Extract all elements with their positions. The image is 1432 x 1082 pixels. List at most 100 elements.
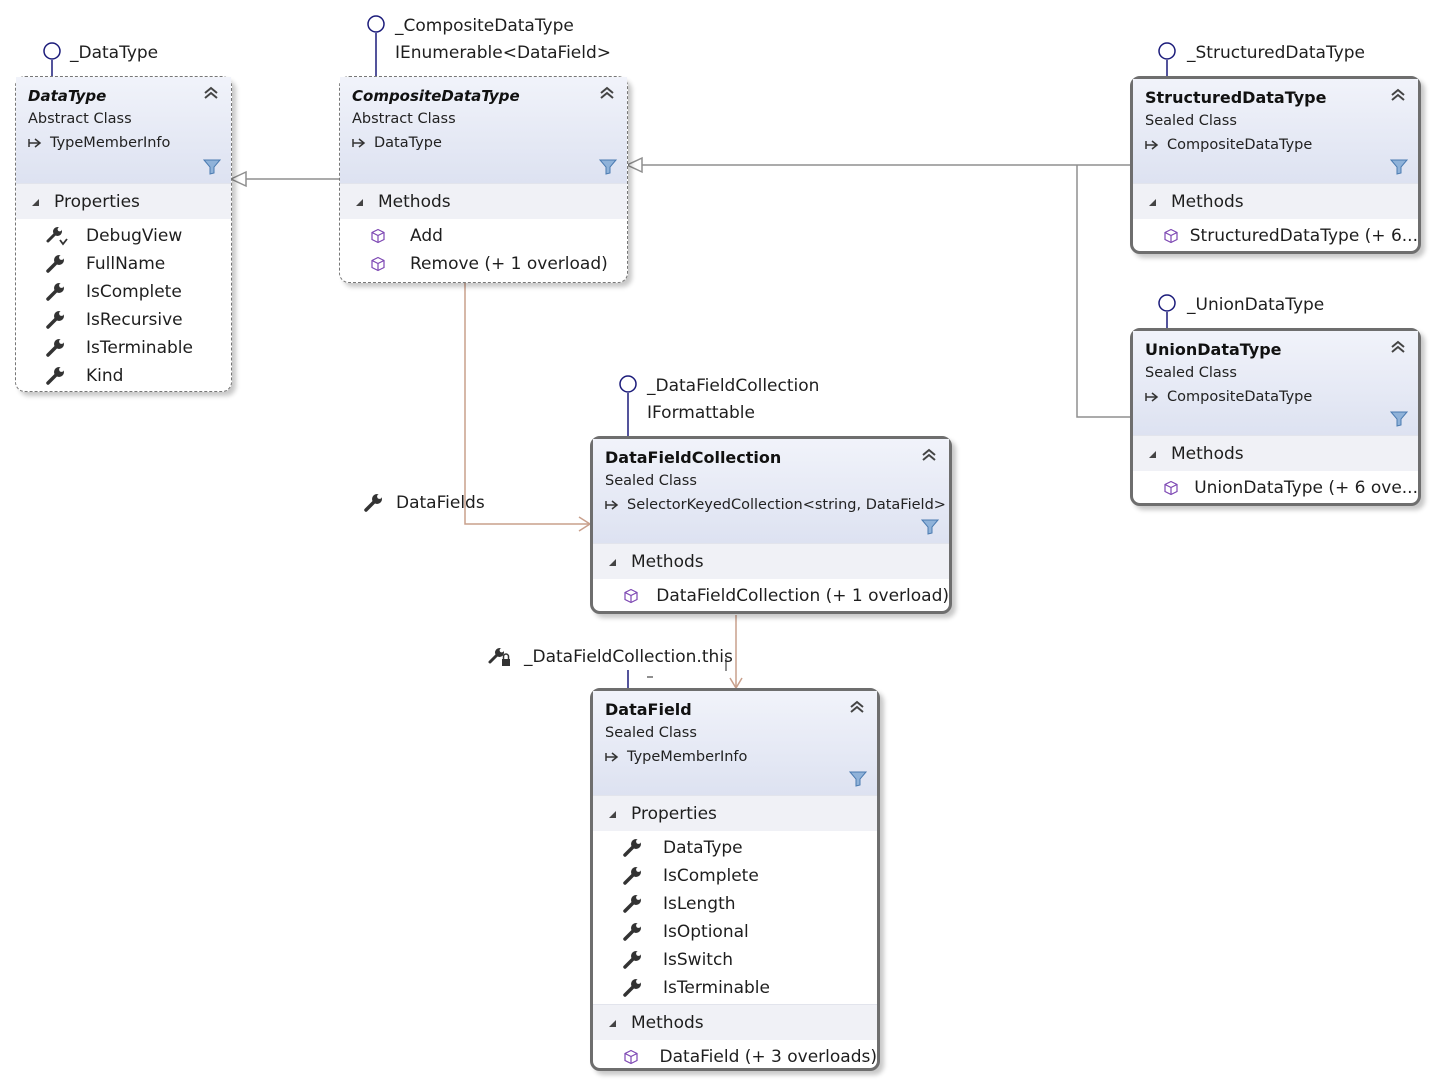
filter-icon[interactable] [1389,411,1409,431]
class-shape-datafieldcollection[interactable]: DataFieldCollection Sealed Class Selecto… [590,436,952,614]
filter-icon[interactable] [848,771,868,791]
interface-label-datatype[interactable]: _DataType [70,43,159,63]
class-shape-uniondatatype[interactable]: UnionDataType Sealed Class CompositeData… [1130,328,1421,506]
property-item[interactable]: IsComplete [593,862,877,890]
association-label-text: DataFields [396,493,485,513]
interface-label-composite[interactable]: _CompositeDataType [395,16,574,36]
filter-icon[interactable] [598,159,618,179]
method-cube-icon [1163,480,1194,496]
interface-label-ienumerable[interactable]: IEnumerable<DataField> [395,43,612,63]
filter-icon[interactable] [202,159,222,179]
association-label-indexer[interactable]: _DataFieldCollection.this [488,646,733,668]
property-item[interactable]: IsLength [593,890,877,918]
association-datafields-line [464,283,590,525]
class-name: DataFieldCollection [605,448,782,467]
base-type: TypeMemberInfo [28,131,219,155]
class-kind: Sealed Class [605,473,697,489]
inherits-arrow-icon [352,137,370,149]
property-name: IsTerminable [663,978,770,998]
class-shape-datatype[interactable]: DataType Abstract Class TypeMemberInfo P… [15,76,232,392]
property-item[interactable]: IsRecursive [16,306,231,334]
property-item[interactable]: IsOptional [593,918,877,946]
interface-label-union[interactable]: _UnionDataType [1187,295,1325,315]
property-item[interactable]: IsTerminable [593,974,877,1002]
wrench-icon [623,978,663,998]
lollipop-collection [619,375,637,438]
lollipop-structured [1158,42,1176,78]
collapse-chevron-icon[interactable] [1390,339,1406,358]
collapse-chevron-icon[interactable] [849,699,865,718]
method-list: DataField (+ 3 overloads) [593,1040,877,1073]
property-item[interactable]: IsSwitch [593,946,877,974]
wrench-icon [46,254,86,274]
filter-icon[interactable] [920,519,940,539]
property-item[interactable]: IsTerminable [16,334,231,362]
filter-icon[interactable] [1389,159,1409,179]
property-item[interactable]: FullName [16,250,231,278]
inheritance-arrow-composite [625,156,643,174]
method-name: Remove (+ 1 overload) [410,254,608,274]
expand-triangle-icon [354,197,364,207]
association-label-datafields[interactable]: DataFields [364,493,485,513]
interface-label-iformattable[interactable]: IFormattable [647,403,755,423]
collapse-chevron-icon[interactable] [203,85,219,104]
wrench-icon [46,338,86,358]
class-kind: Sealed Class [1145,113,1237,129]
interface-label-structured[interactable]: _StructuredDataType [1187,43,1366,63]
method-cube-icon [1163,228,1190,244]
section-header-methods[interactable]: Methods [1133,183,1418,219]
property-item[interactable]: DataType [593,834,877,862]
inheritance-arrow-datatype [229,170,247,188]
class-shape-compositedatatype[interactable]: CompositeDataType Abstract Class DataTyp… [339,76,628,283]
method-cube-icon [370,228,410,244]
method-item[interactable]: StructuredDataType (+ 6... [1133,222,1418,250]
wrench-icon [623,922,663,942]
property-name: IsRecursive [86,310,183,330]
base-type: DataType [352,131,615,155]
class-header: DataType Abstract Class TypeMemberInfo [16,77,231,183]
association-label-text: _DataFieldCollection.this [524,647,733,667]
collapse-chevron-icon[interactable] [921,447,937,466]
class-header: StructuredDataType Sealed Class Composit… [1133,79,1418,183]
method-item[interactable]: Remove (+ 1 overload) [340,250,627,278]
class-name: CompositeDataType [352,87,520,105]
method-item[interactable]: Add [340,222,627,250]
class-shape-datafield[interactable]: DataField Sealed Class TypeMemberInfo Pr… [590,688,880,1071]
collapse-chevron-icon[interactable] [1390,87,1406,106]
base-type: SelectorKeyedCollection<string, DataFiel… [605,493,946,517]
class-kind: Abstract Class [28,111,132,127]
class-shape-structureddatatype[interactable]: StructuredDataType Sealed Class Composit… [1130,76,1421,254]
method-item[interactable]: DataField (+ 3 overloads) [593,1043,877,1071]
class-name: StructuredDataType [1145,88,1327,107]
expand-triangle-icon [1147,449,1157,459]
interface-label-collection[interactable]: _DataFieldCollection [647,376,820,396]
property-item[interactable]: IsComplete [16,278,231,306]
class-header: DataFieldCollection Sealed Class Selecto… [593,439,949,543]
property-item[interactable]: Kind [16,362,231,390]
lollipop-composite [367,15,385,78]
property-item[interactable]: DebugView [16,222,231,250]
debug-wrench-icon [46,225,86,247]
base-type: CompositeDataType [1145,385,1406,409]
collapse-chevron-icon[interactable] [599,85,615,104]
section-header-properties[interactable]: Properties [593,795,877,831]
method-name: StructuredDataType (+ 6... [1189,226,1418,246]
class-header: CompositeDataType Abstract Class DataTyp… [340,77,627,183]
method-item[interactable]: UnionDataType (+ 6 ove... [1133,474,1418,502]
wrench-icon [623,838,663,858]
class-header: UnionDataType Sealed Class CompositeData… [1133,331,1418,435]
section-header-methods[interactable]: Methods [340,183,627,219]
method-cube-icon [370,256,410,272]
lollipop-datatype [43,42,61,78]
method-item[interactable]: DataFieldCollection (+ 1 overload) [593,582,949,610]
base-type: CompositeDataType [1145,133,1406,157]
method-list: DataFieldCollection (+ 1 overload) [593,579,949,612]
section-header-methods[interactable]: Methods [1133,435,1418,471]
method-name: UnionDataType (+ 6 ove... [1194,478,1418,498]
section-header-methods[interactable]: Methods [593,543,949,579]
class-kind: Sealed Class [1145,365,1237,381]
section-header-methods[interactable]: Methods [593,1004,877,1040]
section-header-properties[interactable]: Properties [16,183,231,219]
